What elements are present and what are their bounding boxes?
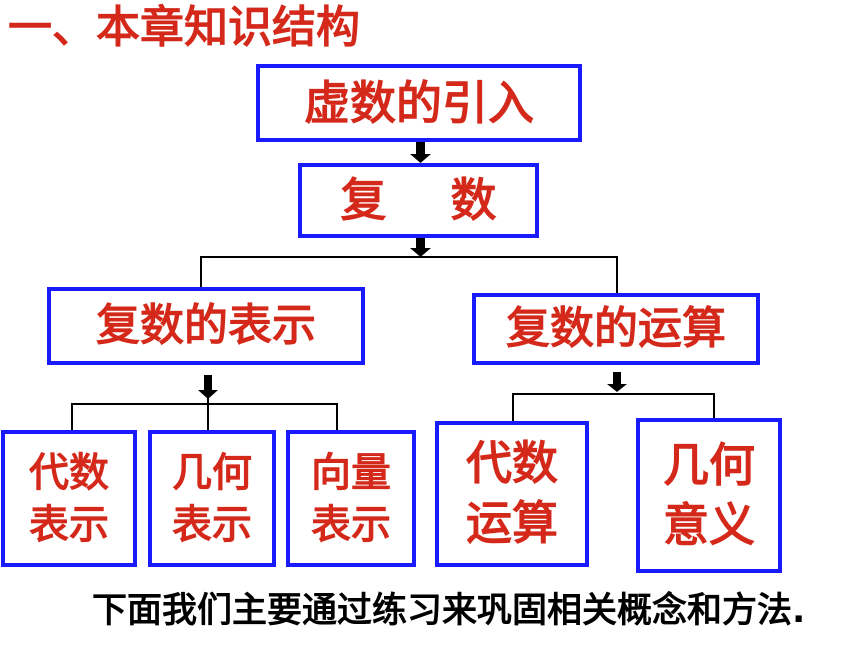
arrow-head-operations [607, 384, 627, 392]
arrow-head-representation [198, 390, 218, 399]
arrow-head-intro-complex [410, 154, 431, 163]
node-geometric-meaning: 几何 意义 [636, 418, 782, 573]
arrow-shaft-intro-complex [416, 142, 425, 155]
node-operations: 复数的运算 [472, 293, 760, 365]
arrow-head-complex-split [410, 248, 431, 257]
node-representation: 复数的表示 [47, 287, 365, 365]
node-complex-number: 复 数 [298, 163, 539, 238]
node-vector-repr: 向量 表示 [286, 430, 416, 567]
arrow-shaft-operations [613, 372, 621, 385]
arrow-shaft-representation [204, 375, 212, 392]
node-algebraic-ops: 代数 运算 [435, 421, 589, 567]
arrow-shaft-complex-split [416, 238, 425, 249]
node-imaginary-intro: 虚数的引入 [256, 64, 582, 142]
footer-note: 下面我们主要通过练习来巩固相关概念和方法. [92, 591, 806, 631]
node-geometric-repr: 几何 表示 [148, 430, 276, 567]
node-algebraic-repr: 代数 表示 [1, 430, 137, 567]
chapter-heading: 一、本章知识结构 [8, 2, 360, 53]
